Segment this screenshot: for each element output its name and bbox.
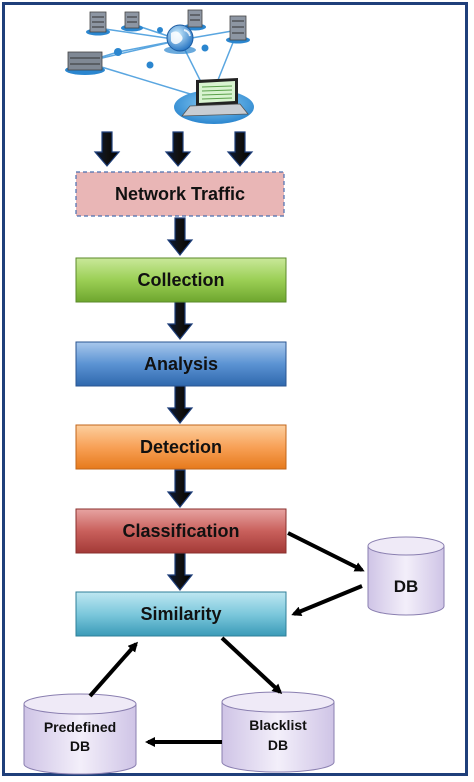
node-label-blacklist-db-line1: Blacklist (249, 717, 307, 733)
node-label-classification: Classification (122, 521, 239, 541)
node-label-similarity: Similarity (140, 604, 221, 624)
arrow-similarity-to-blacklist (220, 636, 283, 695)
block-arrow-icon (166, 301, 194, 340)
arrow-predefined-to-similarity (88, 641, 138, 698)
arrow-db-to-similarity (291, 584, 363, 616)
node-label-detection: Detection (140, 437, 222, 457)
node-label-predefined-db-line2: DB (70, 738, 90, 754)
predefined-db-cylinder: Predefined DB (23, 693, 137, 775)
server-icon (121, 11, 143, 32)
node-similarity: Similarity (75, 591, 287, 637)
block-arrows (93, 131, 254, 591)
block-arrow-icon (166, 552, 194, 591)
block-arrow-icon (164, 131, 192, 167)
block-arrow-icon (93, 131, 121, 167)
node-collection: Collection (75, 257, 287, 303)
server-icon (226, 15, 250, 44)
node-label-db: DB (394, 577, 419, 596)
connector-arrows (88, 531, 365, 747)
node-detection: Detection (75, 424, 287, 470)
node-label-network-traffic: Network Traffic (115, 184, 245, 204)
network-node-dots (114, 27, 209, 69)
block-arrow-icon (166, 385, 194, 424)
block-arrow-icon (226, 131, 254, 167)
db-cylinder: DB (367, 536, 445, 616)
node-classification: Classification (75, 508, 287, 554)
blacklist-db-cylinder: Blacklist DB (221, 691, 335, 773)
node-analysis: Analysis (75, 341, 287, 387)
globe-icon (164, 24, 196, 54)
server-icon (86, 11, 110, 36)
laptop-icon (181, 78, 249, 117)
node-label-predefined-db-line1: Predefined (44, 719, 116, 735)
server-icon (65, 51, 105, 75)
node-label-analysis: Analysis (144, 354, 218, 374)
network-illustration (65, 9, 254, 124)
node-label-blacklist-db-line2: DB (268, 737, 288, 753)
diagram-border (2, 2, 468, 776)
block-arrow-icon (166, 469, 194, 508)
node-label-collection: Collection (137, 270, 224, 290)
block-arrow-icon (166, 217, 194, 256)
arrow-classification-to-db (287, 531, 365, 572)
node-network-traffic: Network Traffic (75, 171, 285, 217)
